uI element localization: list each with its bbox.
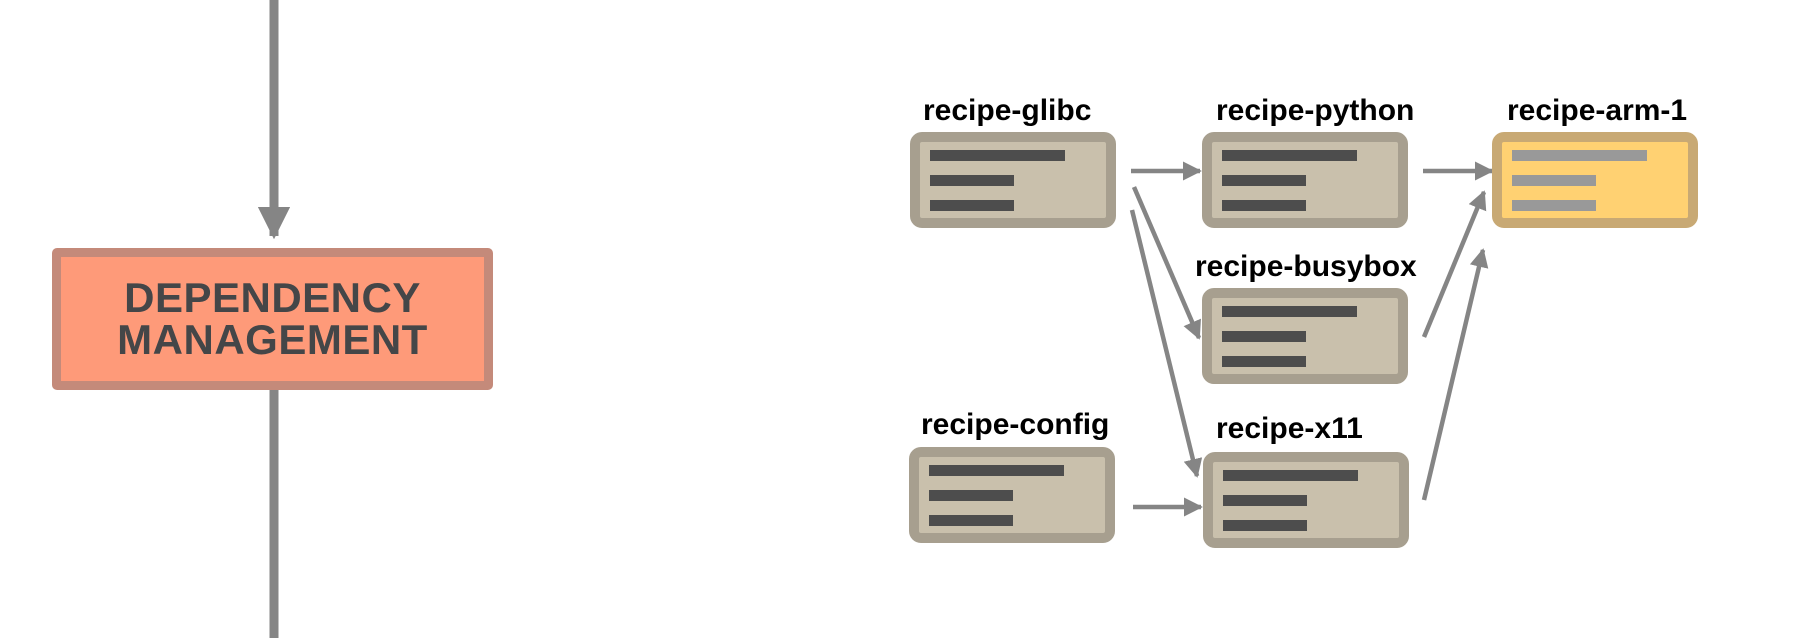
recipe-content-line — [930, 175, 1014, 186]
recipe-content-line — [930, 150, 1065, 161]
recipe-content-line — [929, 515, 1013, 526]
recipe-content-line — [1223, 470, 1358, 481]
recipe-config-node — [909, 447, 1115, 543]
recipe-content-line — [1222, 356, 1306, 367]
recipe-config-label: recipe-config — [921, 408, 1110, 441]
recipe-content-line — [1222, 200, 1306, 211]
recipe-content-line — [929, 490, 1013, 501]
recipe-content-line — [1223, 520, 1307, 531]
recipe-content-line — [1222, 175, 1306, 186]
recipe-busybox-label: recipe-busybox — [1195, 250, 1417, 283]
stage-label: DEPENDENCY MANAGEMENT — [117, 277, 428, 361]
recipe-arm-1-node — [1492, 132, 1698, 228]
stage-label-line2: MANAGEMENT — [117, 316, 428, 363]
arrow-glibc-x11 — [1129, 209, 1203, 478]
recipe-content-line — [1512, 175, 1596, 186]
stage-label-line1: DEPENDENCY — [124, 274, 421, 321]
recipe-busybox-node — [1202, 288, 1408, 384]
recipe-python-label: recipe-python — [1216, 94, 1415, 127]
dependency-management-stage: DEPENDENCY MANAGEMENT — [52, 248, 493, 390]
recipe-content-line — [1512, 150, 1647, 161]
recipe-content-line — [1222, 150, 1357, 161]
recipe-arm-1-label: recipe-arm-1 — [1507, 94, 1688, 127]
arrow-glibc-busybox — [1131, 186, 1202, 340]
recipe-glibc-node — [910, 132, 1116, 228]
arrow-busybox-arm1 — [1421, 190, 1487, 338]
recipe-content-line — [930, 200, 1014, 211]
recipe-content-line — [1222, 306, 1357, 317]
arrow-x11-arm1 — [1421, 248, 1489, 501]
recipe-content-line — [929, 465, 1064, 476]
recipe-content-line — [1512, 200, 1596, 211]
recipe-content-line — [1222, 331, 1306, 342]
recipe-x11-label: recipe-x11 — [1216, 412, 1363, 445]
recipe-glibc-label: recipe-glibc — [923, 94, 1092, 127]
recipe-content-line — [1223, 495, 1307, 506]
recipe-python-node — [1202, 132, 1408, 228]
recipe-x11-node — [1203, 452, 1409, 548]
